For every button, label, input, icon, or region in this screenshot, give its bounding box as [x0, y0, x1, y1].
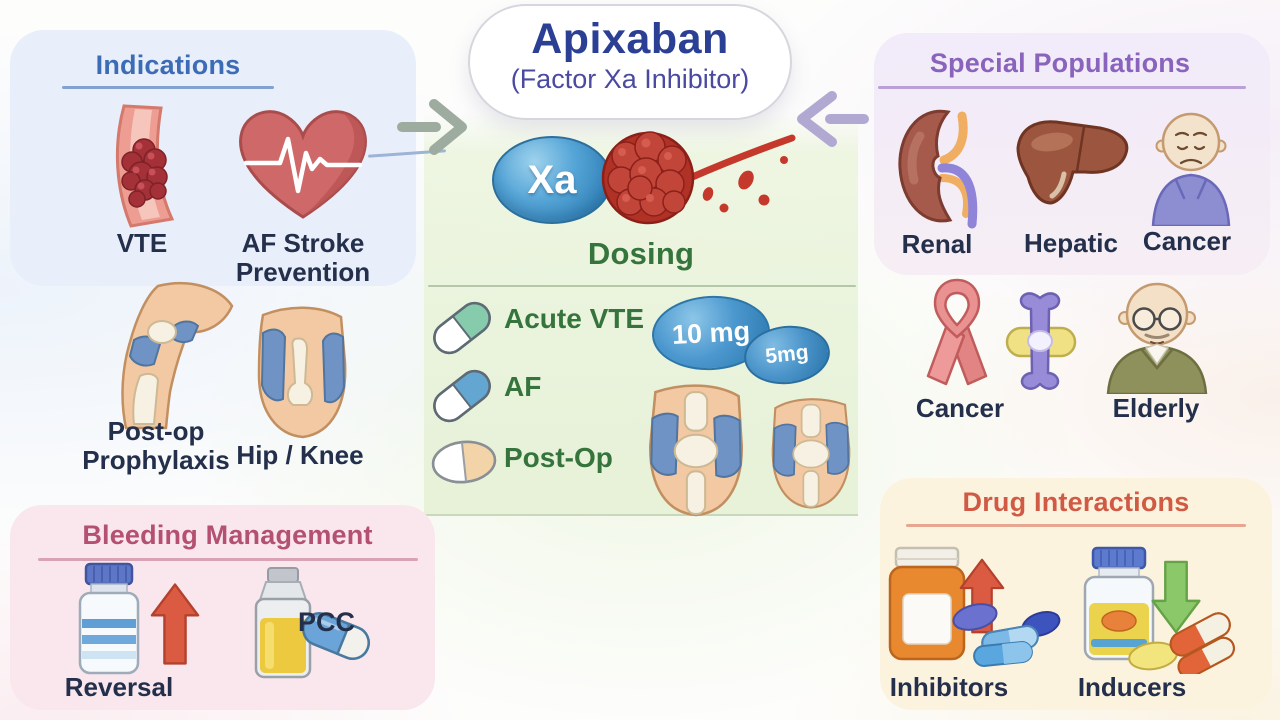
knee-side-icon — [121, 282, 234, 430]
dosing-af-label: AF — [504, 371, 542, 402]
tablet-cream-icon — [431, 440, 497, 484]
population-hepatic-label: Hepatic — [1024, 228, 1118, 258]
indication-hipknee-label: Hip / Knee — [236, 440, 364, 470]
indication-postop-label: Post-op Prophylaxis — [82, 416, 230, 476]
interaction-inducers-label: Inducers — [1077, 672, 1187, 702]
drug-name: Apixaban — [531, 15, 729, 63]
dose-10mg-label: 10 mg — [671, 315, 751, 350]
drug-class: (Factor Xa Inhibitor) — [510, 64, 750, 94]
blood-vessel-clot-icon — [115, 104, 175, 228]
bleeding-pcc-label: PCC — [298, 607, 356, 637]
pcc-bottle-capsule-icon — [254, 567, 370, 679]
knee-front-icon — [771, 398, 851, 509]
special-populations-underline — [878, 86, 1246, 89]
capsule-teal-icon — [433, 301, 491, 355]
joint-capsule-icon — [1005, 292, 1077, 390]
dosing-acute-vte-label: Acute VTE — [504, 303, 645, 334]
knee-front-icon — [649, 384, 743, 517]
dose-5mg-label: 5mg — [764, 340, 810, 369]
dosing-underline — [428, 285, 856, 287]
awareness-ribbon-icon — [926, 278, 988, 386]
liver-icon — [1016, 120, 1129, 205]
elderly-man-icon — [1106, 282, 1208, 394]
indications-underline — [62, 86, 274, 89]
heart-ecg-icon — [239, 110, 367, 219]
population-cancer2-label: Cancer — [915, 393, 1005, 423]
special-populations-header: Special Populations — [929, 48, 1191, 78]
capsules-pill-icon — [1128, 612, 1235, 674]
increase-arrow-icon — [150, 583, 200, 665]
capsule-blue-icon — [433, 369, 491, 423]
blue-pills-icon — [952, 603, 1061, 667]
title-card: Apixaban (Factor Xa Inhibitor) — [468, 4, 792, 120]
bleeding-management-header: Bleeding Management — [82, 520, 373, 550]
indications-header: Indications — [95, 50, 241, 80]
population-renal-label: Renal — [901, 229, 973, 259]
dosing-header: Dosing — [587, 236, 695, 271]
xa-label: Xa — [527, 157, 577, 202]
arrow-right-icon — [397, 99, 467, 155]
hip-knee-icon — [257, 306, 347, 439]
cancer-patient-icon — [1151, 112, 1231, 226]
population-cancer-label: Cancer — [1142, 226, 1232, 256]
indication-vte-label: VTE — [116, 228, 168, 258]
increase-arrow-icon — [959, 558, 1005, 634]
decrease-arrow-icon — [1151, 560, 1201, 634]
factor-xa-icon: Xa — [492, 136, 612, 224]
population-elderly-label: Elderly — [1112, 393, 1200, 423]
antidote-vial-icon — [78, 562, 140, 675]
kidney-icon — [898, 109, 978, 229]
blood-clot-icon — [601, 131, 796, 225]
indication-af-label: AF Stroke Prevention — [235, 228, 371, 288]
interaction-inhibitors-label: Inhibitors — [889, 672, 1009, 702]
bleeding-management-underline — [38, 558, 418, 561]
drug-interactions-underline — [906, 524, 1246, 527]
dosing-postop-label: Post-Op — [504, 442, 613, 473]
medicine-bottle-icon — [1083, 546, 1155, 661]
bleeding-reversal-label: Reversal — [64, 672, 174, 702]
arrow-left-icon — [797, 91, 869, 147]
drug-interactions-header: Drug Interactions — [962, 487, 1190, 517]
pill-bottle-icon — [888, 546, 966, 661]
